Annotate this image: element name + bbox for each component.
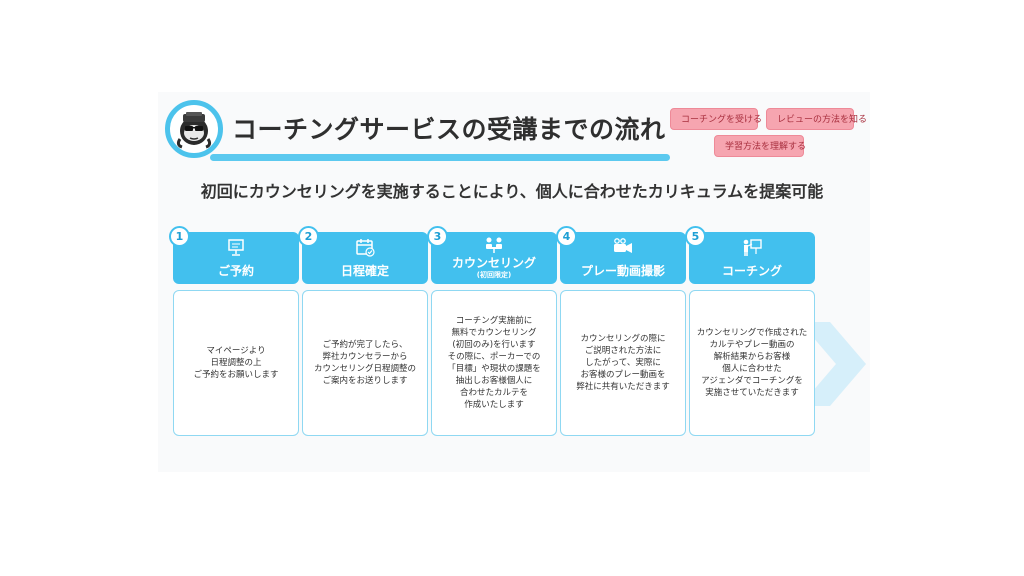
step-2-line: カウンセリング日程調整の bbox=[313, 364, 416, 374]
step-1-description: マイページより 日程調整の上 ご予約をお願いします bbox=[173, 290, 299, 436]
step-1-line: ご予約をお願いします bbox=[193, 370, 279, 380]
step-5-line: 実施させていただきます bbox=[705, 388, 799, 398]
presentation-board-icon bbox=[228, 239, 244, 256]
video-camera-icon bbox=[614, 238, 632, 253]
step-3-line: その際に、ポーカーでの bbox=[447, 352, 541, 362]
step-4-header: 4 プレー動画撮影 bbox=[556, 226, 686, 284]
step-1-label: ご予約 bbox=[217, 264, 254, 278]
review-method-button[interactable]: レビューの方法を知る bbox=[766, 108, 867, 130]
step-1-header: 1 ご予約 bbox=[169, 226, 299, 284]
step-5-label: コーチング bbox=[721, 264, 782, 278]
calendar-check-icon bbox=[356, 239, 375, 257]
step-4-line: カウンセリングの際に bbox=[580, 334, 666, 344]
step-5-number: 5 bbox=[685, 226, 706, 247]
step-4-label: プレー動画撮影 bbox=[580, 264, 665, 278]
step-1-number: 1 bbox=[169, 226, 190, 247]
header-underline bbox=[210, 154, 670, 161]
step-3-number: 3 bbox=[427, 226, 448, 247]
step-5-line: 個人に合わせた bbox=[722, 364, 782, 374]
step-2-label: 日程確定 bbox=[340, 264, 389, 278]
teacher-board-icon bbox=[743, 239, 762, 256]
step-2-number: 2 bbox=[298, 226, 319, 247]
step-3-line: 合わせたカルテを bbox=[459, 388, 528, 398]
step-3-label: カウンセリング bbox=[451, 256, 536, 270]
step-5-line: カルテやプレー動画の bbox=[709, 340, 795, 350]
step-2-header: 2 日程確定 bbox=[298, 226, 428, 284]
step-5-line: アジェンダでコーチングを bbox=[701, 376, 803, 386]
step-3-line: 無料でカウンセリング bbox=[451, 328, 537, 338]
step-5-line: カウンセリングで作成された bbox=[696, 328, 808, 338]
mascot-avatar bbox=[165, 100, 223, 158]
step-4-line: お客様のプレー動画を bbox=[580, 370, 666, 380]
step-3-description: コーチング実施前に 無料でカウンセリング (初回のみ)を行います その際に、ポー… bbox=[431, 290, 557, 436]
flow-arrow-icon bbox=[800, 322, 866, 406]
step-2-description: ご予約が完了したら、 弊社カウンセラーから カウンセリング日程調整の ご案内をお… bbox=[302, 290, 428, 436]
learning-method-button[interactable]: 学習方法を理解する bbox=[714, 135, 806, 157]
step-3-header: 3 カウンセリング (初回限定) bbox=[427, 226, 557, 284]
step-1-line: 日程調整の上 bbox=[210, 358, 262, 368]
step-2-line: ご予約が完了したら、 bbox=[322, 340, 408, 350]
step-5-line: 解析結果からお客様 bbox=[713, 352, 791, 362]
coaching-button[interactable]: コーチングを受ける bbox=[670, 108, 762, 130]
step-2-line: ご案内をお送りします bbox=[322, 376, 408, 386]
page-title: コーチングサービスの受講までの流れ bbox=[232, 115, 666, 144]
mascot-icon bbox=[176, 112, 212, 149]
step-4-line: 弊社に共有いただきます bbox=[576, 382, 670, 392]
step-5-description: カウンセリングで作成された カルテやプレー動画の 解析結果からお客様 個人に合わ… bbox=[689, 290, 815, 436]
step-1-line: マイページより bbox=[206, 346, 266, 356]
step-4-number: 4 bbox=[556, 226, 577, 247]
step-5-header: 5 コーチング bbox=[685, 226, 815, 284]
step-3-line: 抽出しお客様個人に bbox=[455, 376, 533, 386]
step-3-sublabel: (初回限定) bbox=[476, 271, 512, 279]
step-4-line: ご説明された方法に bbox=[584, 346, 662, 356]
step-3-line: (初回のみ)を行います bbox=[452, 340, 536, 350]
step-3-line: 作成いたします bbox=[464, 400, 524, 410]
page-subtitle: 初回にカウンセリングを実施することにより、個人に合わせたカリキュラムを提案可能 bbox=[200, 182, 824, 201]
step-4-description: カウンセリングの際に ご説明された方法に したがって、実際に お客様のプレー動画… bbox=[560, 290, 686, 436]
step-2-line: 弊社カウンセラーから bbox=[322, 352, 408, 362]
step-4-line: したがって、実際に bbox=[585, 358, 661, 368]
meeting-icon bbox=[486, 237, 502, 253]
step-3-line: コーチング実施前に bbox=[455, 316, 533, 326]
step-3-line: 「目標」や現状の課題を bbox=[447, 364, 541, 374]
